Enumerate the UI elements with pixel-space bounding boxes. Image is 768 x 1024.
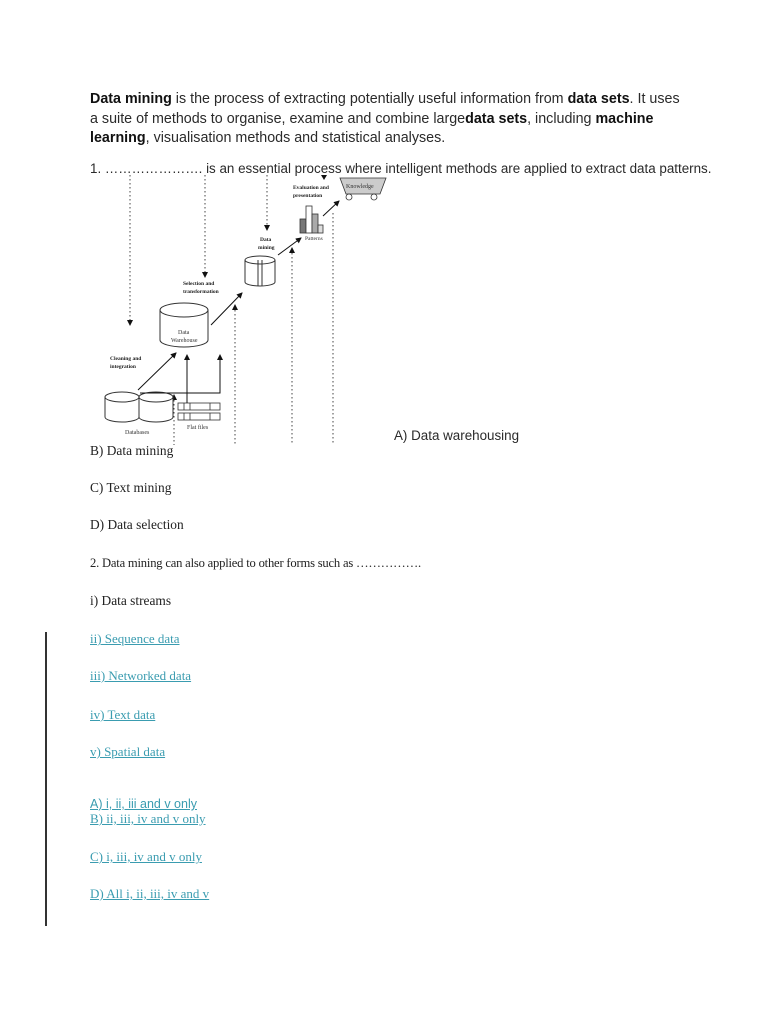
q1-option-a: A) Data warehousing [394,428,520,443]
svg-text:Patterns: Patterns [305,236,323,242]
svg-text:Data: Data [260,237,272,243]
intro-paragraph: Data mining is the process of extracting… [90,91,680,146]
kdd-process-diagram: Databases Flat files Data Warehouse Patt… [104,175,387,445]
svg-text:presentation: presentation [293,193,322,199]
change-bar [45,632,47,926]
svg-text:Selection and: Selection and [183,281,214,287]
q2-option-b-link[interactable]: B) ii, iii, iv and v only [90,811,206,826]
patterns-icon [299,205,324,234]
svg-text:Flat files: Flat files [187,424,209,431]
data-mining-icon [244,255,276,287]
flat-files-icon [177,402,221,421]
q2-item-v-link[interactable]: v) Spatial data [90,744,166,759]
q1-option-c: C) Text mining [90,480,172,495]
q1-option-b: B) Data mining [90,443,174,458]
q1-option-d: D) Data selection [90,517,184,532]
q2-option-d-link[interactable]: D) All i, ii, iii, iv and v [90,886,210,901]
question-2-text: 2. Data mining can also applied to other… [90,556,421,570]
svg-text:mining: mining [258,245,275,251]
svg-text:Evaluation and: Evaluation and [293,185,329,191]
question-1-text: 1. …………………. is an essential process wher… [90,161,712,176]
q2-item-i: i) Data streams [90,593,172,608]
q2-option-a-link[interactable]: A) i, ii, iii and v only [90,797,197,811]
q2-item-ii-link[interactable]: ii) Sequence data [90,631,180,646]
svg-text:Databases: Databases [125,430,150,436]
svg-text:Knowledge: Knowledge [346,184,374,190]
svg-text:Data: Data [178,330,190,336]
knowledge-cart-icon [339,177,387,201]
svg-text:Cleaning and: Cleaning and [110,356,141,362]
svg-text:integration: integration [110,364,136,370]
svg-text:Warehouse: Warehouse [171,338,198,344]
term-data-mining: Data mining [90,91,172,107]
data-warehouse-icon [159,302,209,348]
svg-text:transformation: transformation [183,289,219,295]
q2-item-iv-link[interactable]: iv) Text data [90,707,156,722]
q2-option-c-link[interactable]: C) i, iii, iv and v only [90,849,202,864]
q2-item-iii-link[interactable]: iii) Networked data [90,668,192,683]
databases-icon [104,391,174,423]
